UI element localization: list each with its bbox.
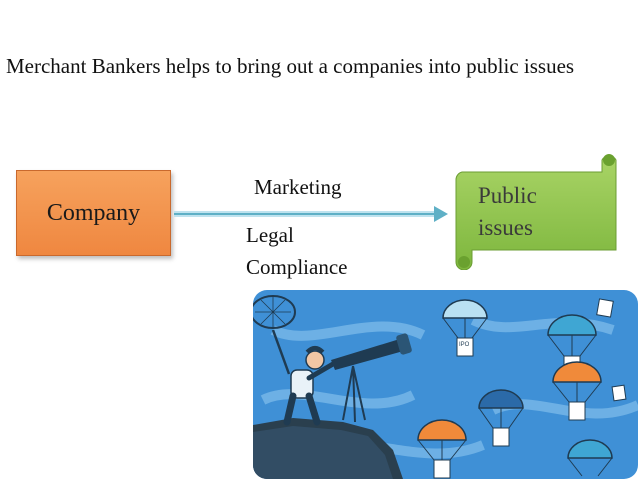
ipo-tag: IPO xyxy=(459,342,470,348)
public-issues-scroll xyxy=(455,154,617,270)
compliance-label: Compliance xyxy=(246,255,348,279)
ipo-illustration: IPO xyxy=(253,290,638,479)
slide-heading: Merchant Bankers helps to bring out a co… xyxy=(6,54,575,78)
flow-arrow xyxy=(174,206,448,222)
parachute xyxy=(417,419,467,479)
marketing-label: Marketing xyxy=(254,175,342,199)
parachute: IPO xyxy=(442,299,488,357)
parachute xyxy=(478,389,524,447)
parachute xyxy=(567,439,613,477)
legal-label: Legal xyxy=(246,223,294,247)
falling-document xyxy=(596,298,627,402)
company-label: Company xyxy=(46,199,141,226)
person-with-telescope xyxy=(253,295,412,426)
company-box: Company xyxy=(16,170,171,256)
issues-line: issues xyxy=(478,215,533,240)
arrow-head xyxy=(434,206,448,222)
public-line: Public xyxy=(478,183,537,208)
parachute xyxy=(552,361,602,421)
public-issues-label: Public issues xyxy=(478,180,588,244)
